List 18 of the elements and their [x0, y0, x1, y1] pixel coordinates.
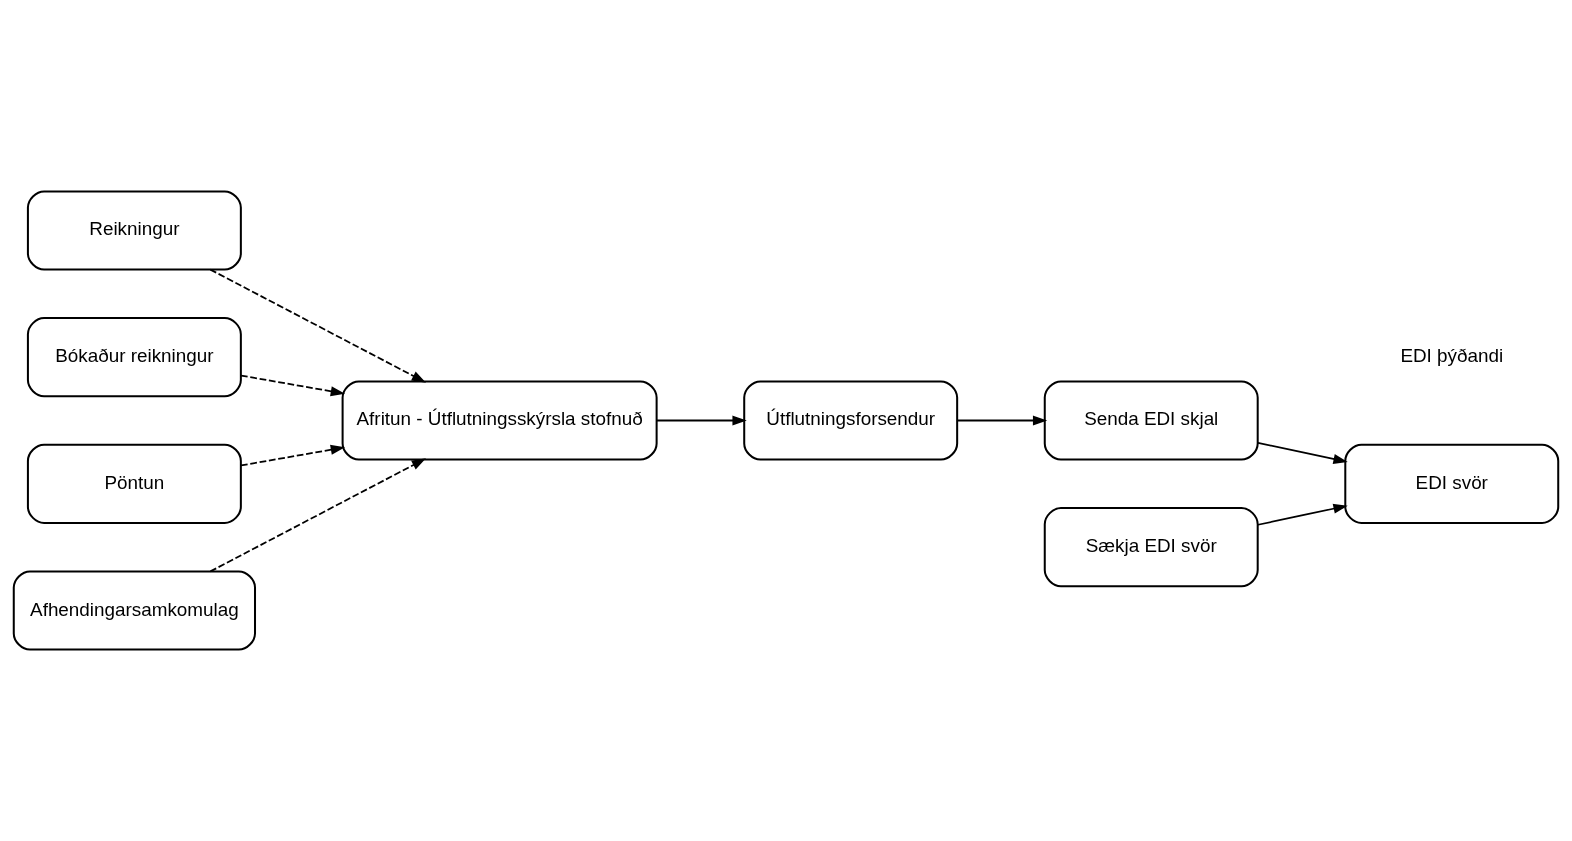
node-box: Reikningur — [26, 190, 242, 271]
node-box: Afritun - Útflutningsskýrsla stofnuð — [341, 380, 658, 461]
arrow — [1257, 442, 1348, 464]
node-box: EDI svör — [1344, 443, 1560, 524]
arrow — [209, 458, 427, 573]
arrow — [1257, 503, 1348, 526]
arrow — [655, 415, 747, 426]
node-box: Útflutningsforsendur — [743, 380, 959, 461]
node-box: Afhendingarsamkomulag — [12, 570, 256, 651]
arrow — [956, 415, 1048, 426]
arrow — [240, 374, 346, 397]
node-box: Pöntun — [26, 443, 242, 524]
node-box: Senda EDI skjal — [1043, 380, 1259, 461]
label: EDI þýðandi — [1400, 345, 1504, 367]
node-box: Sækja EDI svör — [1043, 507, 1259, 588]
arrow — [209, 268, 427, 383]
node-box: Bókaður reikningur — [26, 317, 242, 398]
arrow — [240, 444, 346, 467]
